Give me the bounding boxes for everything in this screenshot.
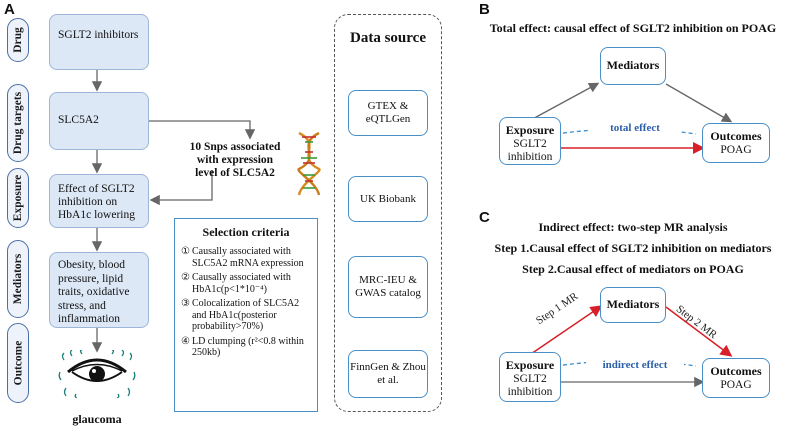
connector-target-to-snps bbox=[149, 120, 256, 140]
outcome-label: glaucoma bbox=[72, 412, 122, 426]
side-label-exposure: Exposure bbox=[7, 168, 29, 228]
arrow-mediators-to-outcome-b bbox=[665, 83, 733, 123]
arrow-step1-mr bbox=[527, 305, 603, 357]
drug-target-box: SLC5A2 bbox=[49, 92, 149, 150]
data-source-title: Data source bbox=[350, 30, 426, 46]
panel-b-letter: B bbox=[479, 1, 490, 18]
data-source-item: GTEX & eQTLGen bbox=[348, 90, 428, 136]
snps-label: 10 Snps associated with expression level… bbox=[189, 141, 281, 179]
total-effect-label: total effect bbox=[590, 122, 680, 134]
mediators-box: Obesity, blood pressure, lipid traits, o… bbox=[49, 252, 149, 328]
eye-icon bbox=[58, 350, 136, 398]
panel-b-title: Total effect: causal effect of SGLT2 inh… bbox=[489, 21, 777, 35]
side-label-drug-targets: Drug targets bbox=[7, 84, 29, 162]
panel-a-letter: A bbox=[4, 1, 15, 18]
selection-criteria-title: Selection criteria bbox=[202, 225, 290, 239]
data-source-item: MRC-IEU & GWAS catalog bbox=[348, 256, 428, 318]
exposure-box: Effect of SGLT2 inhibition on HbA1c lowe… bbox=[49, 174, 149, 228]
data-source-panel bbox=[334, 14, 442, 412]
dna-icon bbox=[297, 131, 321, 196]
indirect-effect-label: indirect effect bbox=[586, 359, 684, 371]
side-label-drug: Drug bbox=[7, 18, 29, 62]
data-source-item: FinnGen & Zhou et al. bbox=[348, 350, 428, 398]
panel-c-letter: C bbox=[479, 209, 490, 226]
drug-box: SGLT2 inhibitors bbox=[49, 14, 149, 70]
panel-c-title: Indirect effect: two-step MR analysis bbox=[538, 220, 728, 234]
mediators-box-b: Mediators bbox=[600, 47, 666, 85]
panel-c-step1: Step 1.Causal effect of SGLT2 inhibition… bbox=[494, 241, 772, 255]
arrow-exposure-to-mediators-b bbox=[526, 82, 600, 123]
panel-a-connectors bbox=[91, 70, 256, 353]
data-source-item: UK Biobank bbox=[348, 176, 428, 222]
connector-snps-to-exposure bbox=[149, 170, 213, 206]
side-label-outcome: Outcome bbox=[7, 323, 29, 403]
mediators-box-c: Mediators bbox=[600, 287, 666, 323]
panel-c-step2: Step 2.Causal effect of mediators on POA… bbox=[522, 262, 744, 276]
arrow-step2-mr bbox=[665, 306, 733, 357]
side-label-mediators: Mediators bbox=[7, 240, 29, 318]
